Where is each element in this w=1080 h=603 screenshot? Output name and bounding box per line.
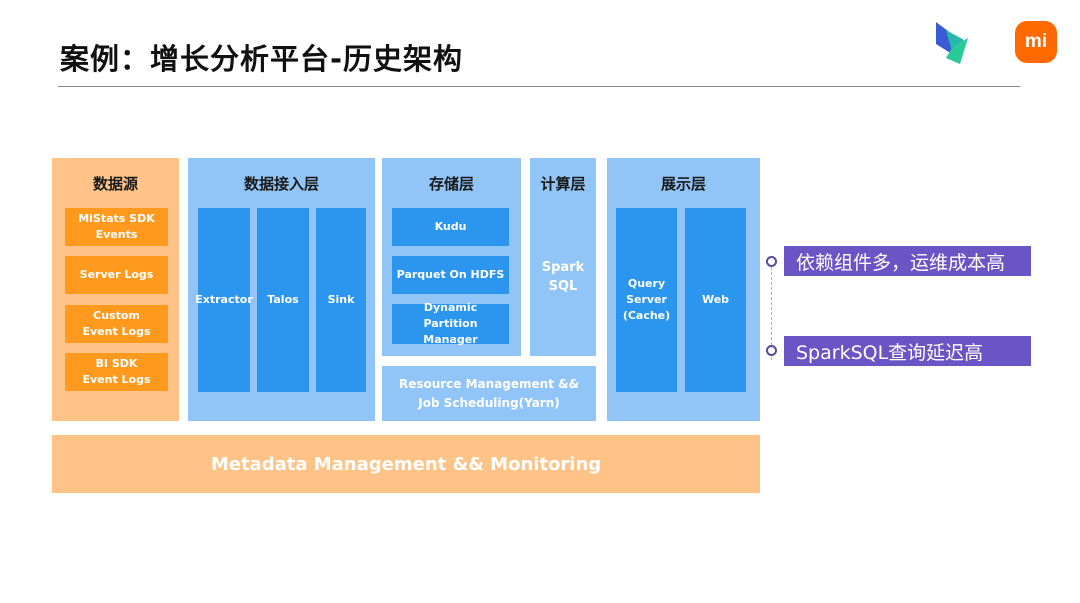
datasource-title: 数据源: [92, 175, 138, 193]
presentation-item: Web: [685, 208, 746, 392]
storage-item: Parquet On HDFS: [392, 256, 509, 294]
mi-logo-icon: mi: [1015, 21, 1057, 63]
ingestion-item: Extractor: [195, 208, 253, 392]
page-title: 案例：增长分析平台-历史架构: [60, 42, 464, 76]
datasource-item: Server Logs: [65, 256, 168, 294]
storage-item: Kudu: [392, 208, 509, 246]
storage-title: 存储层: [428, 175, 474, 193]
compute-engine: Spark SQL: [541, 260, 585, 294]
datasource-layer: 数据源 MiStats SDK Events Server Logs Custo…: [52, 158, 179, 421]
ingestion-item: Talos: [257, 208, 309, 392]
issue-bullet-icon: [766, 256, 777, 267]
issue-connector: [771, 262, 773, 360]
storage-item: Dynamic Partition Manager: [392, 301, 509, 346]
presentation-item: Query Server (Cache): [616, 208, 677, 392]
issue-tag: SparkSQL查询延迟高: [784, 336, 1031, 366]
presentation-title: 展示层: [660, 175, 706, 193]
resource-management-layer: Resource Management && Job Scheduling(Ya…: [382, 366, 596, 421]
issue-bullet-icon: [766, 345, 777, 356]
datasource-item: Custom Event Logs: [65, 305, 168, 343]
ingestion-title: 数据接入层: [243, 175, 319, 193]
ingestion-item: Sink: [316, 208, 366, 392]
metadata-layer: Metadata Management && Monitoring: [52, 435, 760, 493]
title-divider: [58, 86, 1020, 87]
datasource-item: BI SDK Event Logs: [65, 353, 168, 391]
presentation-layer: 展示层 Query Server (Cache) Web: [607, 158, 760, 421]
compute-layer: 计算层 Spark SQL: [530, 158, 596, 356]
compute-title: 计算层: [540, 175, 586, 193]
ingestion-layer: 数据接入层 Extractor Talos Sink: [188, 158, 375, 421]
flag-logo-icon: [936, 22, 968, 64]
storage-layer: 存储层 Kudu Parquet On HDFS Dynamic Partiti…: [382, 158, 521, 356]
issue-tag: 依赖组件多，运维成本高: [784, 246, 1031, 276]
datasource-item: MiStats SDK Events: [65, 208, 168, 246]
